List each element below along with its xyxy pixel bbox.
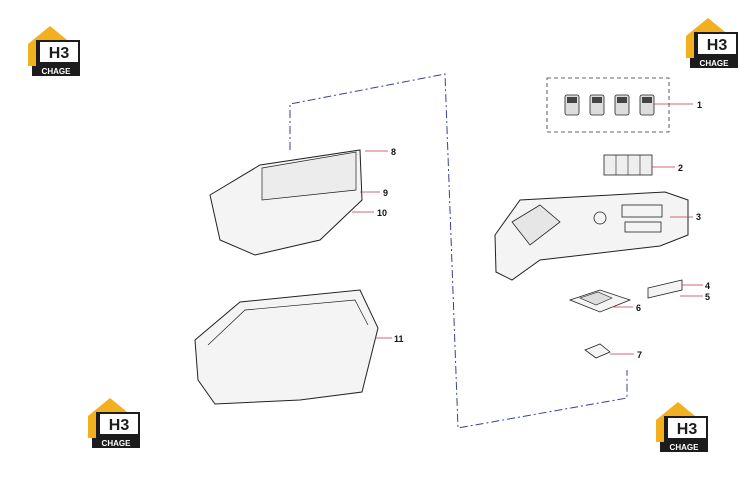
part-console <box>494 191 693 281</box>
callout-5: 5 <box>705 292 710 302</box>
callout-2: 2 <box>678 163 683 173</box>
logo-text-top-right: H3 CHAGE <box>700 37 730 68</box>
brand-logo-bottom-right <box>656 402 712 452</box>
svg-text:H3: H3 <box>707 37 728 54</box>
callout-6: 6 <box>636 303 641 313</box>
svg-text:H3: H3 <box>49 45 70 62</box>
part-switches-group <box>546 77 693 133</box>
logo-text-bottom-left: H3 CHAGE <box>102 417 132 448</box>
callout-4: 4 <box>705 281 710 291</box>
part-clip <box>584 343 634 359</box>
part-bracket <box>647 279 703 299</box>
part-upper-box <box>209 149 388 256</box>
callout-10: 10 <box>377 208 387 218</box>
callout-1: 1 <box>697 100 702 110</box>
svg-text:CHAGE: CHAGE <box>102 439 132 448</box>
logo-text-bottom-right: H3 CHAGE <box>670 421 700 452</box>
logo-text-top-left: H3 CHAGE <box>42 45 72 76</box>
svg-text:CHAGE: CHAGE <box>42 67 72 76</box>
part-plate <box>568 289 633 313</box>
brand-logo-bottom-left <box>88 398 144 448</box>
callout-11: 11 <box>394 334 404 344</box>
brand-logo-top-right <box>686 18 742 68</box>
svg-text:H3: H3 <box>677 421 698 438</box>
callout-9: 9 <box>383 188 388 198</box>
callout-8: 8 <box>391 147 396 157</box>
part-switch-blanks <box>603 154 675 176</box>
assembly-dash-line <box>289 73 628 429</box>
svg-text:H3: H3 <box>109 417 130 434</box>
svg-text:CHAGE: CHAGE <box>670 443 700 452</box>
brand-logo-top-left <box>28 26 84 76</box>
svg-text:CHAGE: CHAGE <box>700 59 730 68</box>
callout-7: 7 <box>637 350 642 360</box>
callout-3: 3 <box>696 212 701 222</box>
part-lower-tray <box>194 289 392 405</box>
